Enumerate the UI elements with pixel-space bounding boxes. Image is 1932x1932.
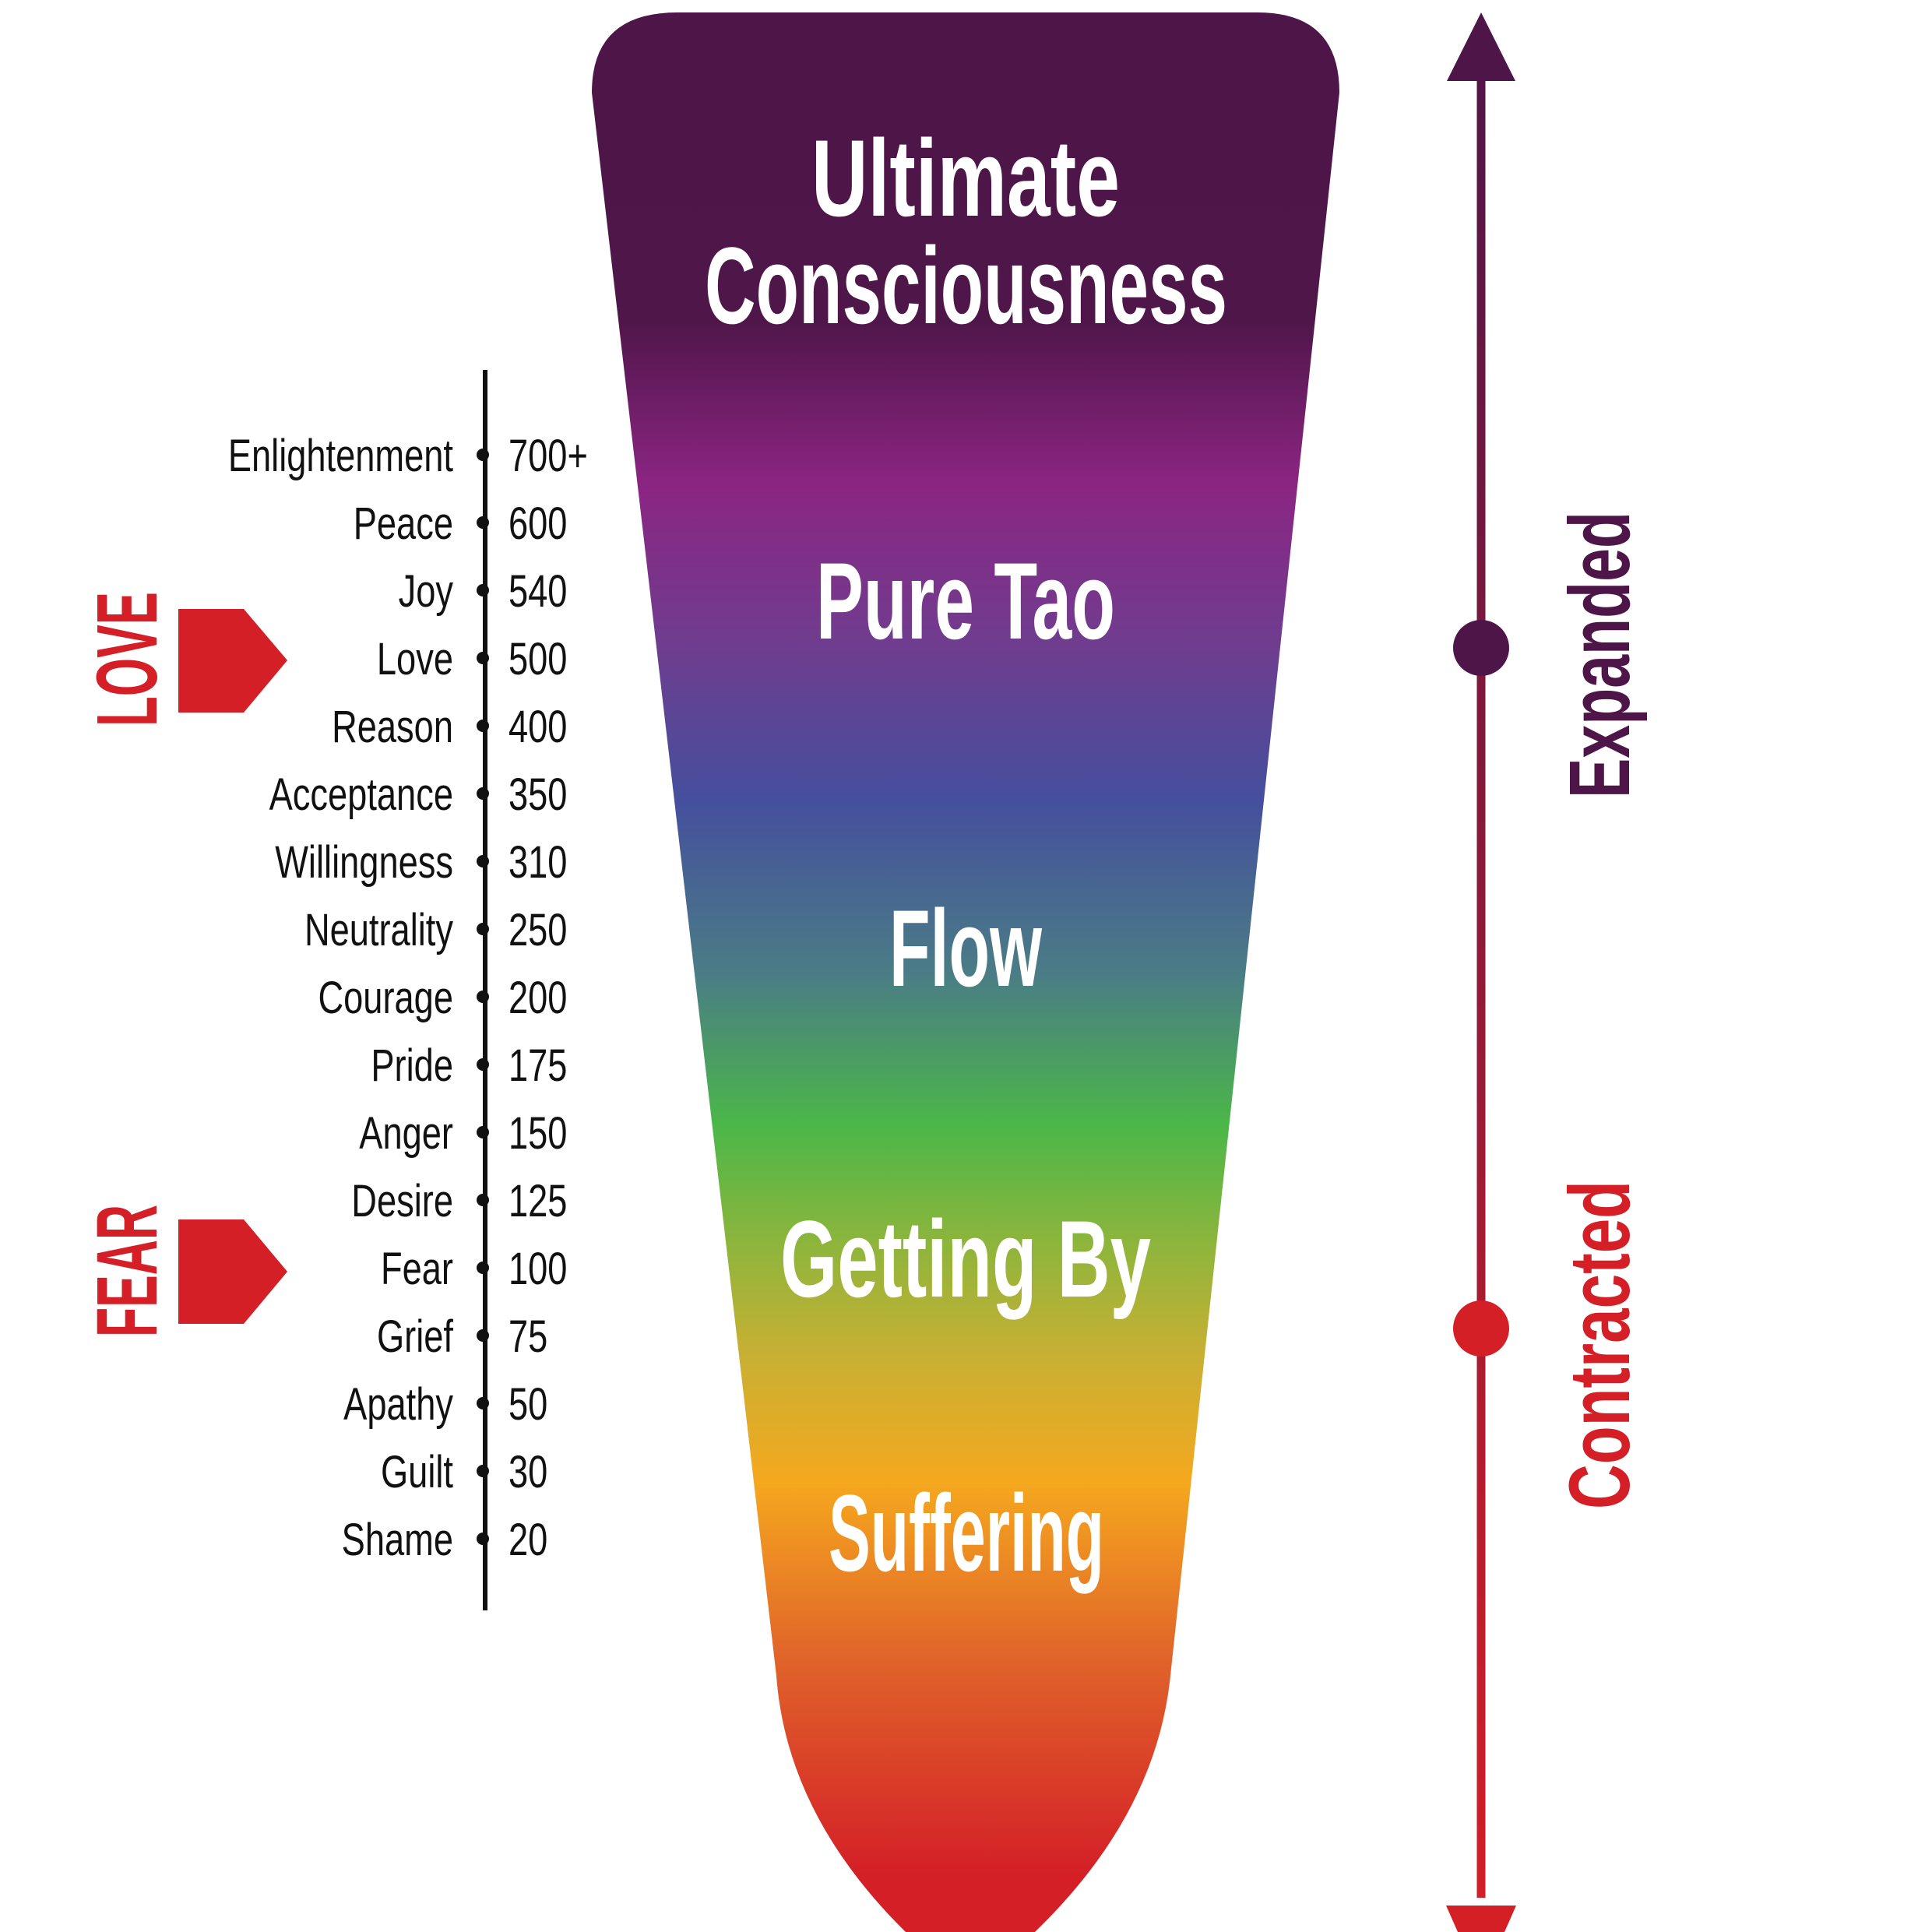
scale-item-value: 500	[509, 635, 567, 685]
scale-dot	[477, 991, 489, 1003]
scale-item-label: Desire	[351, 1177, 453, 1227]
scale-item: Grief 75	[377, 1312, 547, 1363]
scale-item-label: Peace	[354, 499, 453, 550]
level-pure-tao: Pure Tao	[816, 540, 1115, 662]
scale-item-value: 200	[509, 973, 567, 1024]
fear-label: FEAR	[79, 1205, 175, 1337]
level-flow: Flow	[889, 887, 1043, 1009]
scale-item-label: Neutrality	[304, 906, 453, 956]
scale-dot	[477, 1126, 489, 1138]
expanded-dot	[1453, 620, 1509, 676]
scale-item-label: Fear	[381, 1244, 453, 1295]
consciousness-funnel	[592, 12, 1339, 1932]
scale-item: Anger 150	[359, 1109, 567, 1160]
love-arrow-icon	[178, 609, 287, 713]
scale-item-value: 400	[509, 702, 567, 753]
scale-item-value: 30	[509, 1448, 547, 1498]
scale-item: Fear 100	[381, 1244, 567, 1295]
scale-dot	[477, 1533, 489, 1545]
level-consciousness: Consciousness	[705, 224, 1227, 347]
scale-item-value: 50	[509, 1380, 547, 1431]
scale-item: Shame 20	[342, 1515, 548, 1566]
level-getting-by: Getting By	[780, 1198, 1151, 1320]
scale-item-value: 175	[509, 1041, 567, 1092]
scale-item-value: 250	[509, 906, 567, 956]
scale-dot	[477, 652, 489, 664]
scale-item: Neutrality 250	[304, 906, 568, 956]
scale-item: Reason 400	[332, 702, 567, 753]
scale-item-value: 100	[509, 1244, 567, 1295]
scale-item: Willingness 310	[275, 838, 567, 889]
scale-dot	[477, 787, 489, 800]
scale-item-value: 540	[509, 567, 567, 618]
scale-item-value: 700+	[509, 431, 588, 482]
scale-item-label: Shame	[342, 1515, 453, 1566]
scale-item: Peace 600	[354, 499, 568, 550]
scale-item-value: 150	[509, 1109, 567, 1160]
scale-dot	[477, 449, 489, 461]
scale-item-value: 75	[509, 1312, 547, 1363]
scale-dot	[477, 516, 489, 529]
scale-item-value: 600	[509, 499, 567, 550]
contracted-dot	[1453, 1300, 1509, 1357]
scale-item-value: 310	[509, 838, 567, 889]
scale-dot	[477, 584, 489, 596]
contracted-label: Contracted	[1552, 1181, 1648, 1509]
scale-item: Apathy 50	[343, 1380, 547, 1431]
scale-item-label: Reason	[332, 702, 453, 753]
level-suffering: Suffering	[829, 1472, 1104, 1594]
arrow-down-icon	[1446, 1906, 1516, 1932]
scale-item: Acceptance 350	[269, 770, 568, 821]
scale-dot	[477, 720, 489, 732]
scale-item-value: 20	[509, 1515, 547, 1566]
scale-dot	[477, 1465, 489, 1477]
scale-dot	[477, 1397, 489, 1409]
scale-item-value: 350	[509, 770, 567, 821]
level-ultimate: Ultimate	[811, 117, 1120, 239]
love-label: LOVE	[79, 592, 175, 727]
scale-dot	[477, 923, 489, 935]
scale-item-label: Enlightenment	[228, 431, 454, 482]
scale-item-label: Courage	[318, 973, 453, 1024]
scale-item-label: Joy	[399, 567, 453, 618]
scale-item-label: Love	[377, 635, 453, 685]
scale-item: Love 500	[377, 635, 568, 685]
scale-item-value: 125	[509, 1177, 567, 1227]
scale-item-label: Guilt	[381, 1448, 453, 1498]
scale-item-label: Acceptance	[269, 770, 453, 821]
scale-dot	[477, 1329, 489, 1342]
scale-item: Guilt 30	[381, 1448, 547, 1498]
scale-item-label: Grief	[377, 1312, 453, 1363]
scale-item: Enlightenment 700+	[228, 431, 588, 482]
scale-dot	[477, 1194, 489, 1206]
scale-item: Pride 175	[371, 1041, 567, 1092]
scale-item: Courage 200	[318, 973, 568, 1024]
fear-arrow-icon	[178, 1219, 287, 1324]
arrow-up-icon	[1447, 12, 1515, 81]
scale-item-label: Willingness	[275, 838, 453, 889]
scale-item-label: Anger	[359, 1109, 453, 1160]
scale-dot	[477, 855, 489, 867]
scale-item-label: Apathy	[343, 1380, 453, 1431]
scale-item: Desire 125	[351, 1177, 567, 1227]
scale-dot	[477, 1058, 489, 1071]
scale-item-label: Pride	[371, 1041, 453, 1092]
expanded-label: Expanded	[1552, 512, 1648, 798]
scale-dot	[477, 1262, 489, 1274]
scale-item: Joy 540	[399, 567, 568, 618]
